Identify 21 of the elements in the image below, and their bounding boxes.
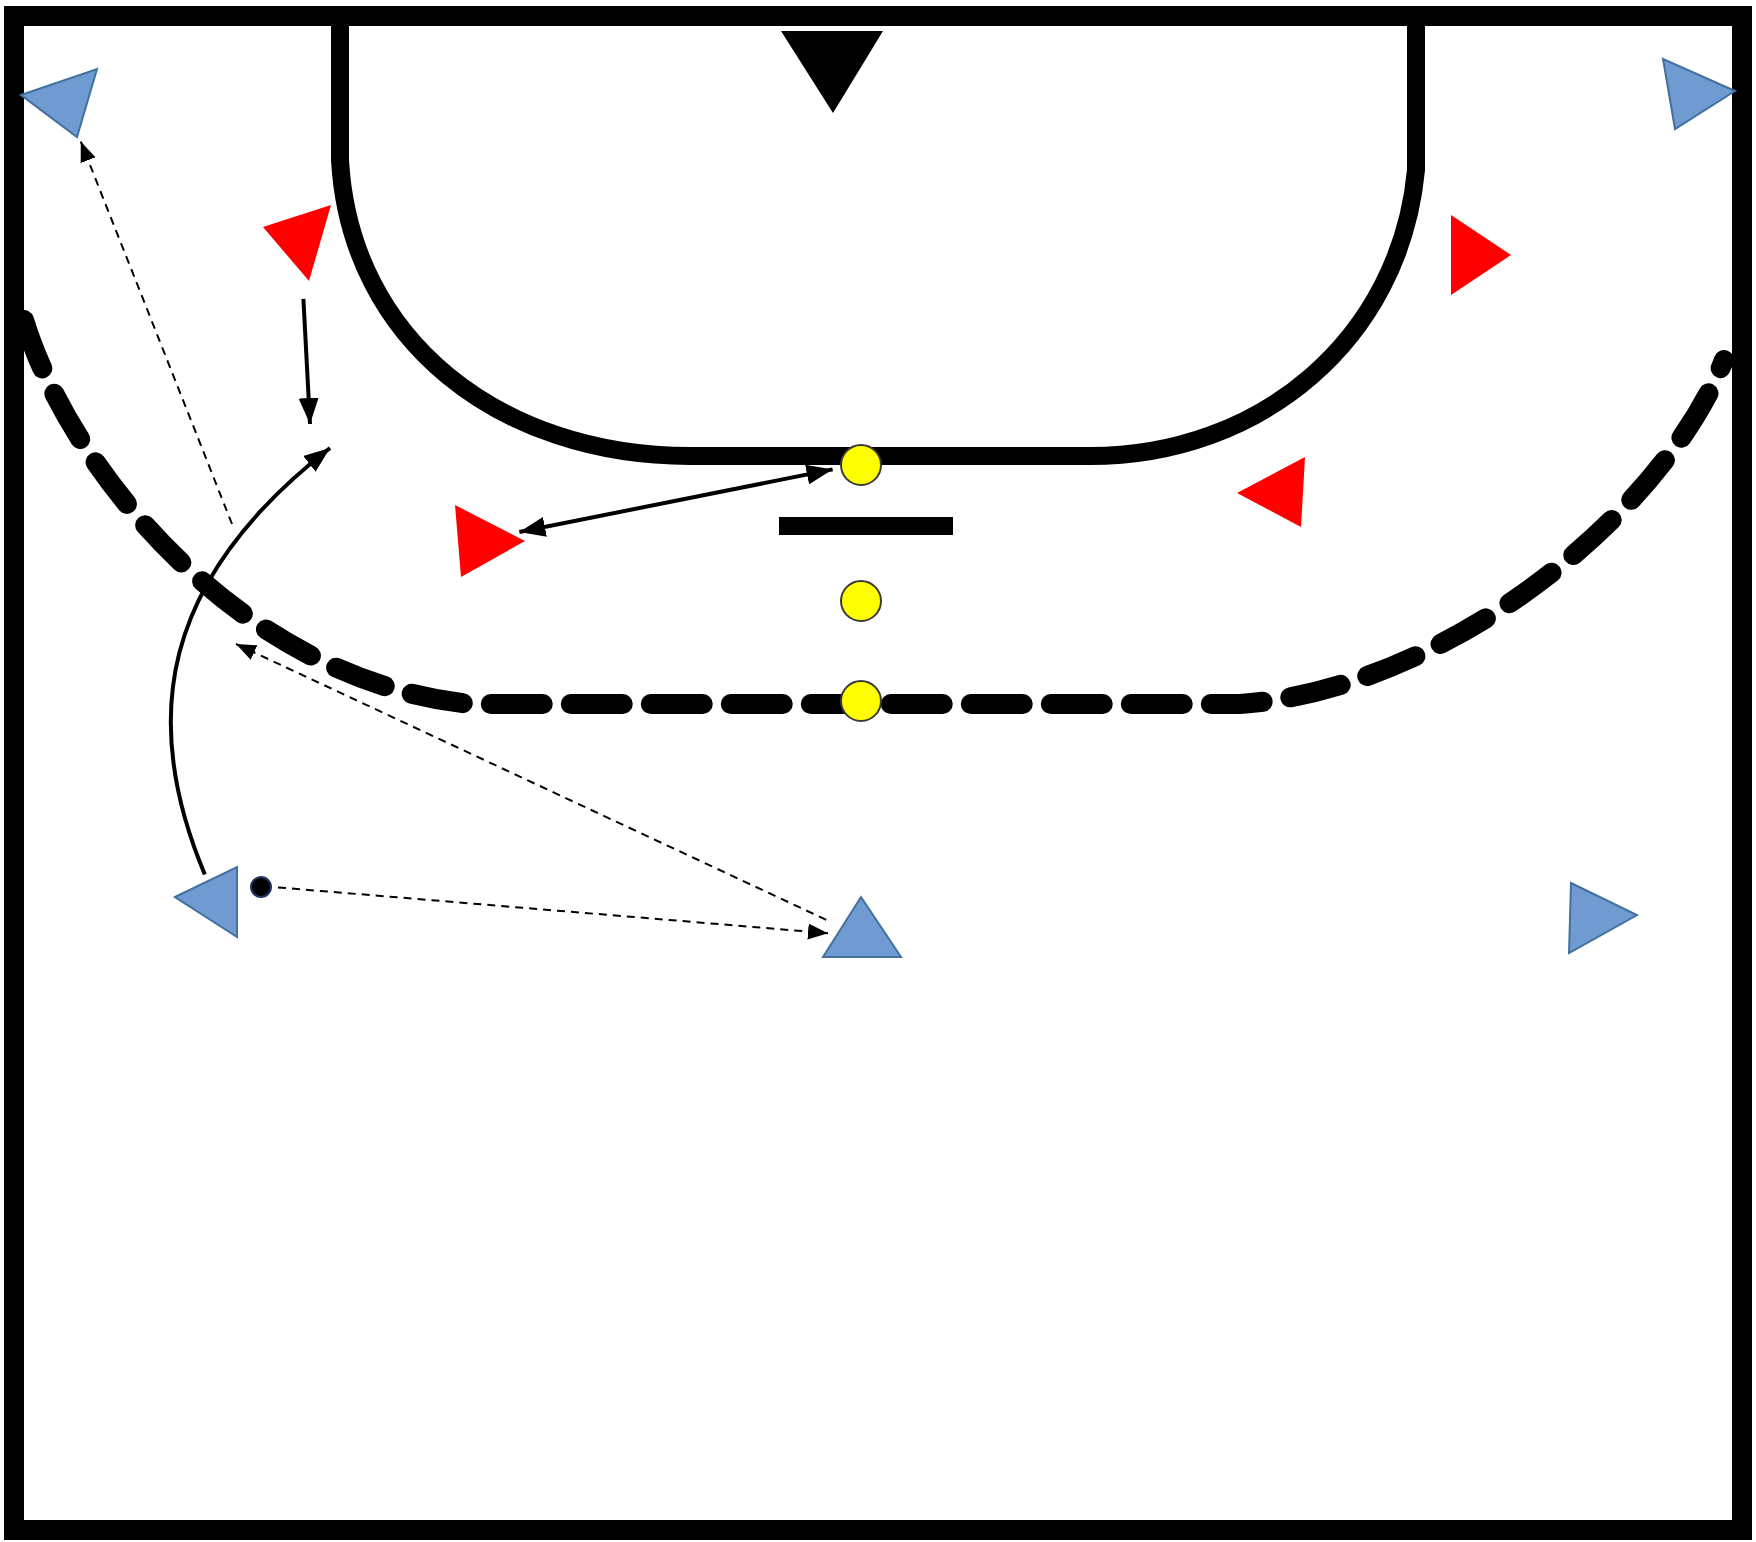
cone-icon <box>839 443 881 485</box>
player-icon <box>1235 455 1305 527</box>
dashed-arrow <box>235 643 828 921</box>
player-icon <box>1449 213 1511 295</box>
player-icon <box>1567 881 1637 953</box>
player-icon <box>1661 57 1735 129</box>
cone-icon <box>839 679 881 721</box>
dashed-arrow <box>277 886 829 940</box>
player-icon <box>779 29 883 113</box>
player-icon <box>19 67 97 137</box>
double-headed-arrow <box>519 464 833 537</box>
player-icon <box>173 865 237 937</box>
arrow <box>168 446 332 876</box>
player-icon <box>261 203 331 281</box>
arrow <box>298 298 319 425</box>
player-icon <box>821 895 901 957</box>
bar-icon <box>777 515 953 535</box>
dashed-arrow <box>79 140 233 525</box>
player-icon <box>453 503 525 577</box>
cone-icon <box>839 579 881 621</box>
ball-icon <box>249 875 271 897</box>
